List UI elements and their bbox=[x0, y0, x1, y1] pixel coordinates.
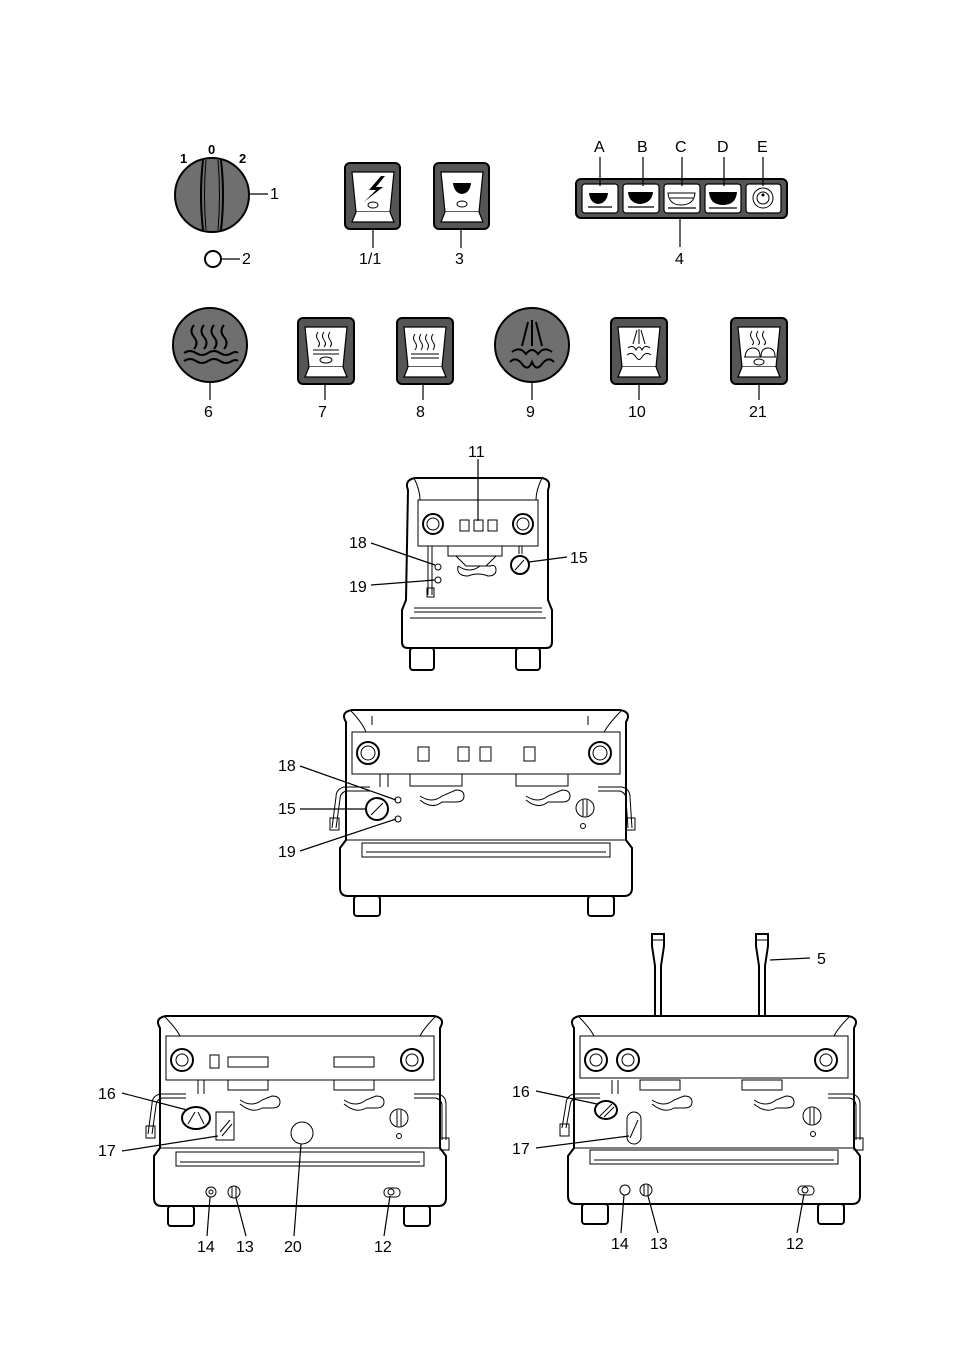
steam-key: 10 bbox=[611, 318, 667, 421]
key-letter-e: E bbox=[757, 139, 768, 156]
machine-double-group: 18 15 19 bbox=[278, 710, 635, 916]
right-bottom-label-14: 14 bbox=[611, 1236, 629, 1253]
left-label-lower: 17 bbox=[98, 1143, 116, 1160]
right-label-upper: 16 bbox=[512, 1084, 530, 1101]
steam-knob: 9 bbox=[495, 308, 569, 421]
right-label-lower: 17 bbox=[512, 1141, 530, 1158]
machine-bottom-left: 16 17 14 13 20 12 bbox=[98, 1016, 449, 1256]
left-bottom-label-13: 13 bbox=[236, 1239, 254, 1256]
right-label-steam: 5 bbox=[817, 951, 826, 968]
selector-dial: 1 0 2 1 bbox=[175, 142, 279, 232]
left-label-upper: 16 bbox=[98, 1086, 116, 1103]
dosing-keypad: A B C D E 4 bbox=[576, 139, 787, 268]
key-letter-d: D bbox=[717, 139, 729, 156]
keypad-key-c bbox=[664, 184, 700, 213]
keypad-label: 4 bbox=[675, 251, 684, 268]
keypad-key-b bbox=[623, 184, 659, 213]
label-6: 6 bbox=[204, 404, 213, 421]
key-letter-c: C bbox=[675, 139, 687, 156]
right-bottom-label-13: 13 bbox=[650, 1236, 668, 1253]
power-switch: 1/1 bbox=[345, 163, 400, 268]
keypad-key-e bbox=[746, 184, 781, 213]
single-label-left-lower: 19 bbox=[349, 579, 367, 596]
left-bottom-label-20: 20 bbox=[284, 1239, 302, 1256]
left-bottom-label-12: 12 bbox=[374, 1239, 392, 1256]
single-label-right: 15 bbox=[570, 550, 588, 567]
right-bottom-label-12: 12 bbox=[786, 1236, 804, 1253]
single-label-top: 11 bbox=[468, 444, 485, 461]
lamp-label: 2 bbox=[242, 251, 251, 268]
single-label-left-upper: 18 bbox=[349, 535, 367, 552]
cup-warmer-key: 21 bbox=[731, 318, 787, 421]
dial-mark-0: 0 bbox=[208, 142, 215, 157]
keypad-key-a bbox=[582, 184, 618, 213]
machine-single-group: 11 18 19 15 bbox=[349, 444, 588, 670]
double-label-middle: 15 bbox=[278, 801, 296, 818]
pilot-lamp: 2 bbox=[205, 251, 251, 268]
hot-water-dose-key: 7 bbox=[298, 318, 354, 421]
cup-switch: 3 bbox=[434, 163, 489, 268]
key-letter-b: B bbox=[637, 139, 648, 156]
machine-bottom-right: 5 16 17 14 13 12 bbox=[512, 934, 863, 1253]
key-letter-a: A bbox=[594, 139, 605, 156]
left-bottom-label-14: 14 bbox=[197, 1239, 215, 1256]
hot-water-knob: 6 bbox=[173, 308, 247, 421]
double-label-lower: 19 bbox=[278, 844, 296, 861]
hot-water-key: 8 bbox=[397, 318, 453, 421]
dial-label: 1 bbox=[270, 186, 279, 203]
label-7: 7 bbox=[318, 404, 327, 421]
keypad-key-d bbox=[705, 184, 741, 213]
cup-switch-label: 3 bbox=[455, 251, 464, 268]
power-switch-label: 1/1 bbox=[359, 251, 381, 268]
dial-mark-2: 2 bbox=[239, 151, 246, 166]
double-label-upper: 18 bbox=[278, 758, 296, 775]
label-9: 9 bbox=[526, 404, 535, 421]
label-10: 10 bbox=[628, 404, 646, 421]
label-21: 21 bbox=[749, 404, 767, 421]
dial-mark-1: 1 bbox=[180, 151, 187, 166]
label-8: 8 bbox=[416, 404, 425, 421]
